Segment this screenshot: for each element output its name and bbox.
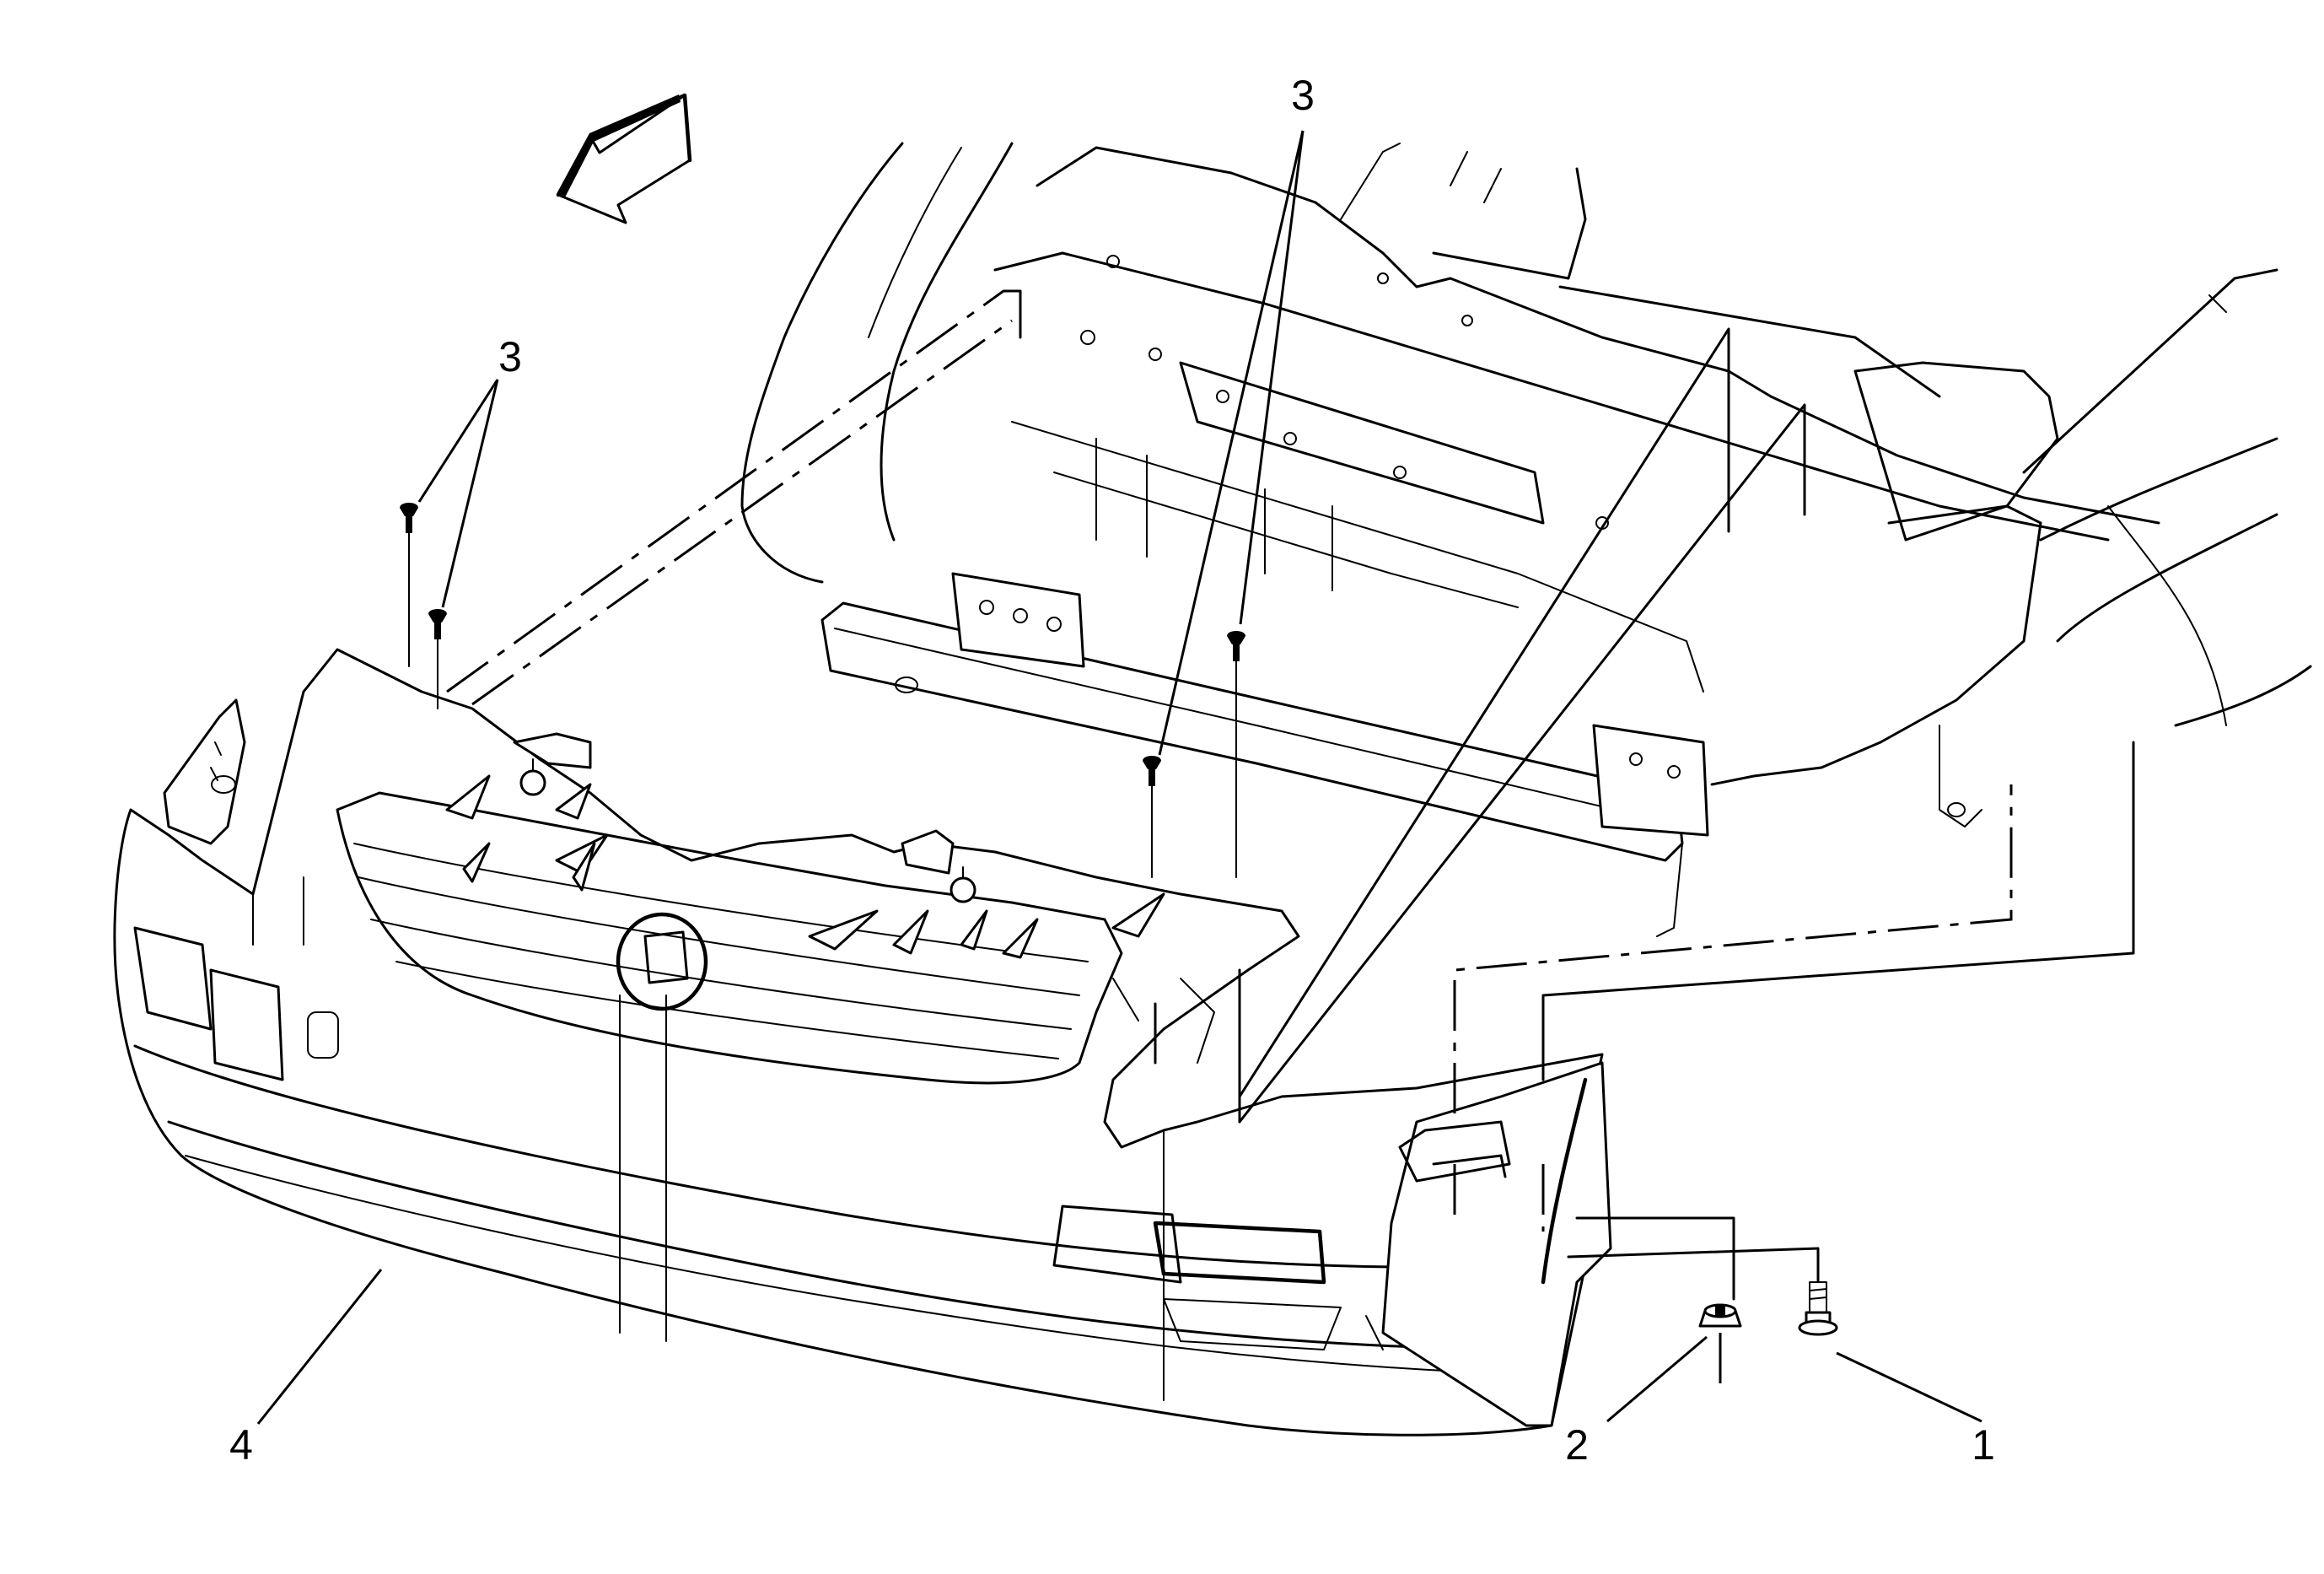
front-bumper-fascia xyxy=(113,648,1612,1437)
callout-3-left: 3 xyxy=(498,333,522,380)
screw-3-center-b xyxy=(1143,756,1161,878)
alignment-lines xyxy=(446,289,2135,1301)
callout-3-top: 3 xyxy=(1291,72,1315,119)
screw-3-left-b xyxy=(428,609,447,709)
callout-leaders xyxy=(256,130,1982,1425)
bumper-impact-bar xyxy=(820,572,1709,937)
callout-2: 2 xyxy=(1565,1421,1589,1469)
right-fender xyxy=(1710,268,2312,827)
retainer-2 xyxy=(1698,1303,1742,1383)
callout-4: 4 xyxy=(229,1421,253,1469)
screw-3-left-a xyxy=(400,503,418,667)
callout-1: 1 xyxy=(1972,1421,1995,1469)
vehicle-front-structure xyxy=(740,142,2160,693)
forward-direction-arrow-icon xyxy=(556,93,692,224)
screw-3-center-a xyxy=(1227,631,1245,878)
bolt-1 xyxy=(1798,1281,1838,1336)
